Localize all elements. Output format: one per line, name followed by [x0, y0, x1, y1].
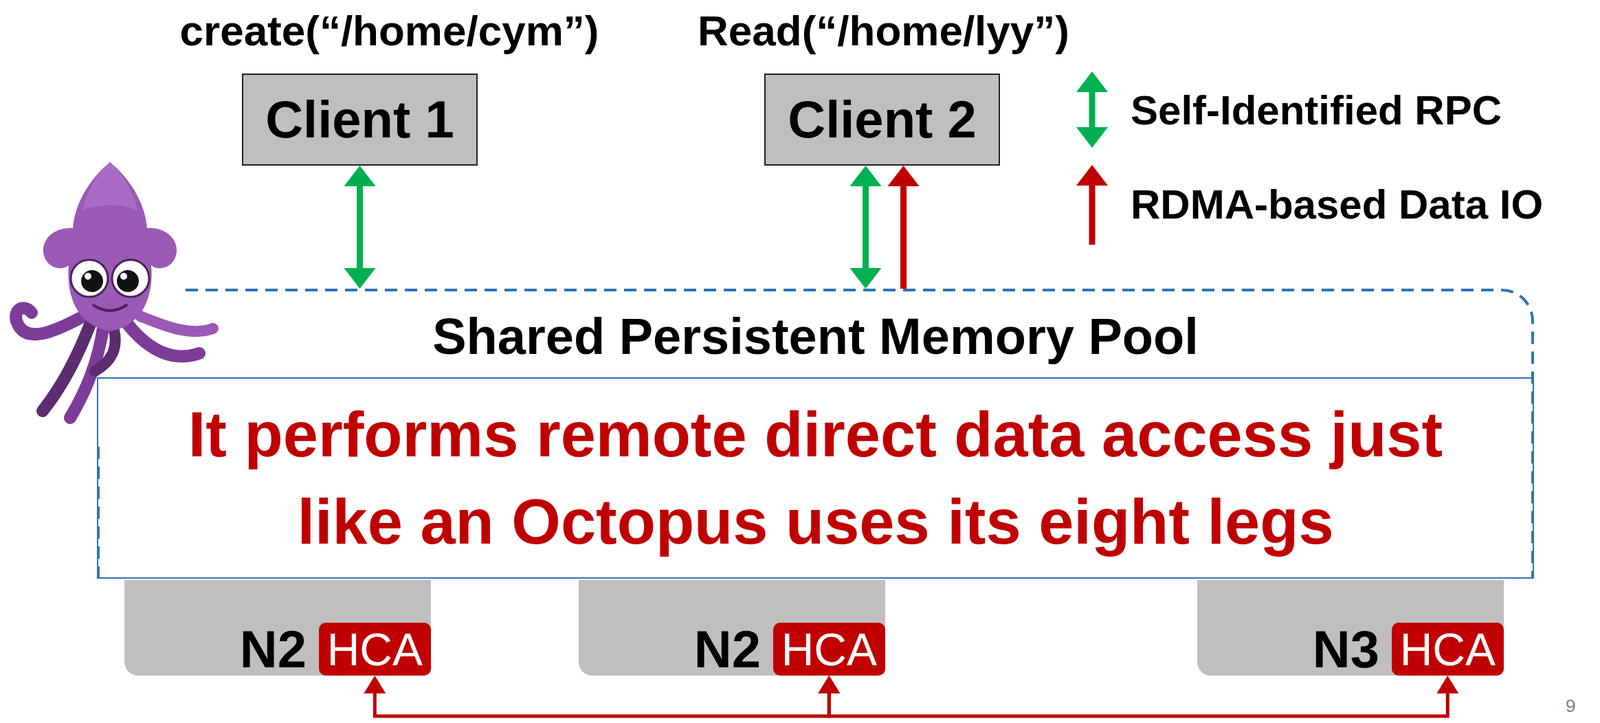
tentacle	[140, 316, 214, 332]
client-box: create(“/home/cym”) Client 1	[117, 5, 603, 166]
rdma-bus	[374, 686, 829, 717]
octopus-glint	[84, 272, 92, 280]
node-label: N2	[694, 619, 761, 680]
rpc-arrow	[862, 178, 869, 277]
callout-box: It performs remote direct data access ju…	[96, 377, 1535, 579]
octopus-pupil	[116, 270, 139, 293]
legend-samples	[1076, 71, 1108, 245]
hca-chip: HCA	[1391, 622, 1504, 676]
rpc-sample-shaft	[1089, 86, 1096, 133]
node-label: N3	[1312, 619, 1380, 680]
rdma-arrow	[900, 178, 907, 289]
octopus-smile	[93, 305, 127, 311]
rpc-arrow	[356, 178, 363, 277]
legend-text: RDMA-based Data IO	[1130, 157, 1543, 252]
rdma-sample-shaft	[1089, 180, 1096, 245]
hca-label: HCA	[781, 626, 877, 673]
legend-entry: RDMA-based Data IO	[1130, 157, 1543, 252]
client-frame: Client 1	[241, 73, 478, 166]
octopus-eye	[70, 259, 108, 297]
client-frame: Client 2	[764, 73, 1000, 166]
octopus-head	[43, 162, 177, 332]
rdma-sample-head	[1076, 164, 1108, 186]
rpc-sample-head	[1076, 71, 1108, 93]
legend: Self-Identified RPCRDMA-based Data IO	[1130, 63, 1543, 252]
callout-text: It performs remote direct data access ju…	[162, 391, 1469, 565]
legend-text: Self-Identified RPC	[1130, 63, 1543, 158]
memory-node: N2HCA	[124, 580, 431, 676]
octopus-eye	[112, 259, 150, 297]
hca-chip: HCA	[773, 622, 886, 676]
client-label: Client 1	[265, 87, 455, 151]
hca-label: HCA	[327, 626, 423, 673]
rdma-bus	[828, 686, 1448, 717]
octopus-highlight	[82, 162, 138, 211]
rpc-sample-head	[1076, 127, 1108, 148]
client-label: Client 2	[787, 87, 977, 151]
tentacle	[15, 307, 82, 335]
memory-pool: Shared Persistent Memory Pool It performs…	[96, 288, 1535, 579]
client-box: Read(“/home/lyy”) Client 2	[691, 5, 1073, 166]
request-label: Read(“/home/lyy”)	[697, 5, 1070, 57]
tentacle	[94, 329, 116, 372]
memory-node: N3HCA	[1197, 580, 1504, 676]
octopus-pupil	[81, 270, 104, 293]
memory-node: N2HCA	[578, 580, 886, 676]
hca-chip: HCA	[318, 622, 431, 676]
request-label: create(“/home/cym”)	[180, 5, 600, 57]
pool-title: Shared Persistent Memory Pool	[96, 306, 1535, 368]
octopus-glint	[120, 272, 128, 280]
page-number: 9	[1565, 695, 1576, 717]
hca-label: HCA	[1400, 626, 1496, 673]
node-label: N2	[239, 619, 307, 680]
octopus-mascot	[15, 162, 214, 418]
legend-entry: Self-Identified RPC	[1130, 63, 1543, 158]
